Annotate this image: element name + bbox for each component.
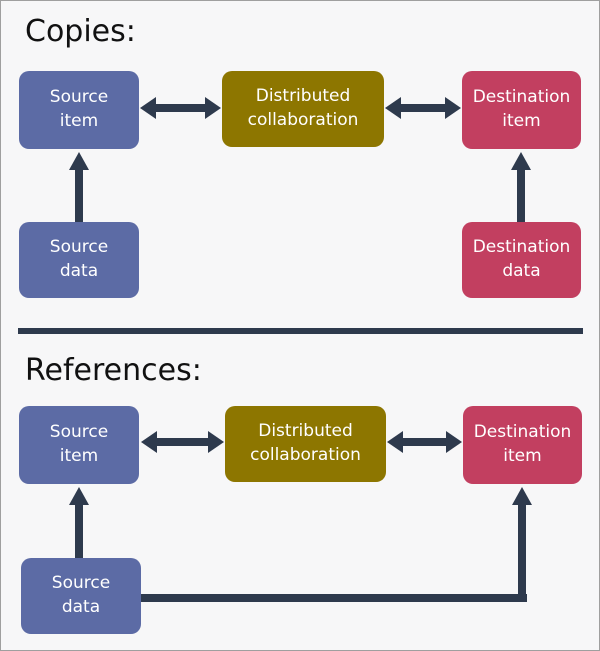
references-source-data-box: Source data [21, 558, 141, 634]
arrow-up-head-icon [69, 487, 89, 505]
box-label-line: item [59, 446, 99, 466]
arrow-left-head-icon [387, 431, 403, 453]
up-arrow [511, 152, 531, 222]
box-label-line: Distributed [258, 421, 353, 442]
references-destination-item-box: Destination item [463, 406, 582, 484]
arrow-right-head-icon [208, 431, 224, 453]
box-label-line: data [59, 261, 99, 281]
arrow-shaft [155, 438, 210, 446]
bidirectional-arrow [387, 431, 462, 453]
box-label-line: Source [51, 573, 111, 594]
box-label-line: Distributed [255, 86, 351, 107]
up-arrow [69, 487, 89, 558]
arrow-shaft [154, 104, 207, 112]
arrow-left-head-icon [385, 97, 401, 119]
box-label-line: data [502, 261, 541, 281]
section-divider [18, 328, 583, 334]
arrow-up-head-icon [69, 152, 89, 170]
arrow-shaft [75, 503, 83, 558]
box-label-line: Destination [472, 87, 571, 108]
arrow-right-head-icon [205, 97, 221, 119]
elbow-connector-horizontal [141, 594, 527, 602]
arrow-up-head-icon [511, 152, 531, 170]
box-label-line: item [503, 446, 542, 466]
arrow-left-head-icon [140, 97, 156, 119]
arrow-right-head-icon [446, 431, 462, 453]
copies-source-data-box: Source data [19, 222, 139, 298]
box-label-line: Source [49, 422, 109, 443]
copies-destination-data-box: Destination data [462, 222, 581, 298]
box-label-line: collaboration [247, 110, 359, 130]
arrow-shaft [399, 104, 447, 112]
box-label-line: item [502, 111, 541, 131]
arrow-right-head-icon [445, 97, 461, 119]
references-distributed-collaboration-box: Distributed collaboration [225, 406, 386, 482]
copies-destination-item-box: Destination item [462, 71, 581, 149]
references-source-item-box: Source item [19, 406, 139, 484]
elbow-connector-vertical [518, 503, 526, 602]
box-label-line: item [59, 111, 99, 131]
arrow-up-head-icon [512, 487, 532, 505]
box-label-line: data [61, 597, 101, 617]
box-label-line: Source [49, 87, 109, 108]
box-label-line: collaboration [250, 445, 361, 465]
up-arrow [69, 152, 89, 222]
box-label-line: Destination [472, 237, 571, 258]
copies-source-item-box: Source item [19, 71, 139, 149]
bidirectional-arrow [385, 97, 461, 119]
box-label-line: Source [49, 237, 109, 258]
arrow-left-head-icon [141, 431, 157, 453]
bidirectional-arrow [140, 97, 221, 119]
arrow-shaft [75, 168, 83, 222]
box-label-line: Destination [473, 422, 572, 443]
copies-distributed-collaboration-box: Distributed collaboration [222, 71, 384, 147]
arrow-shaft [401, 438, 448, 446]
bidirectional-arrow [141, 431, 224, 453]
references-heading: References: [25, 353, 202, 388]
arrow-shaft [517, 168, 525, 222]
copies-heading: Copies: [25, 14, 136, 49]
